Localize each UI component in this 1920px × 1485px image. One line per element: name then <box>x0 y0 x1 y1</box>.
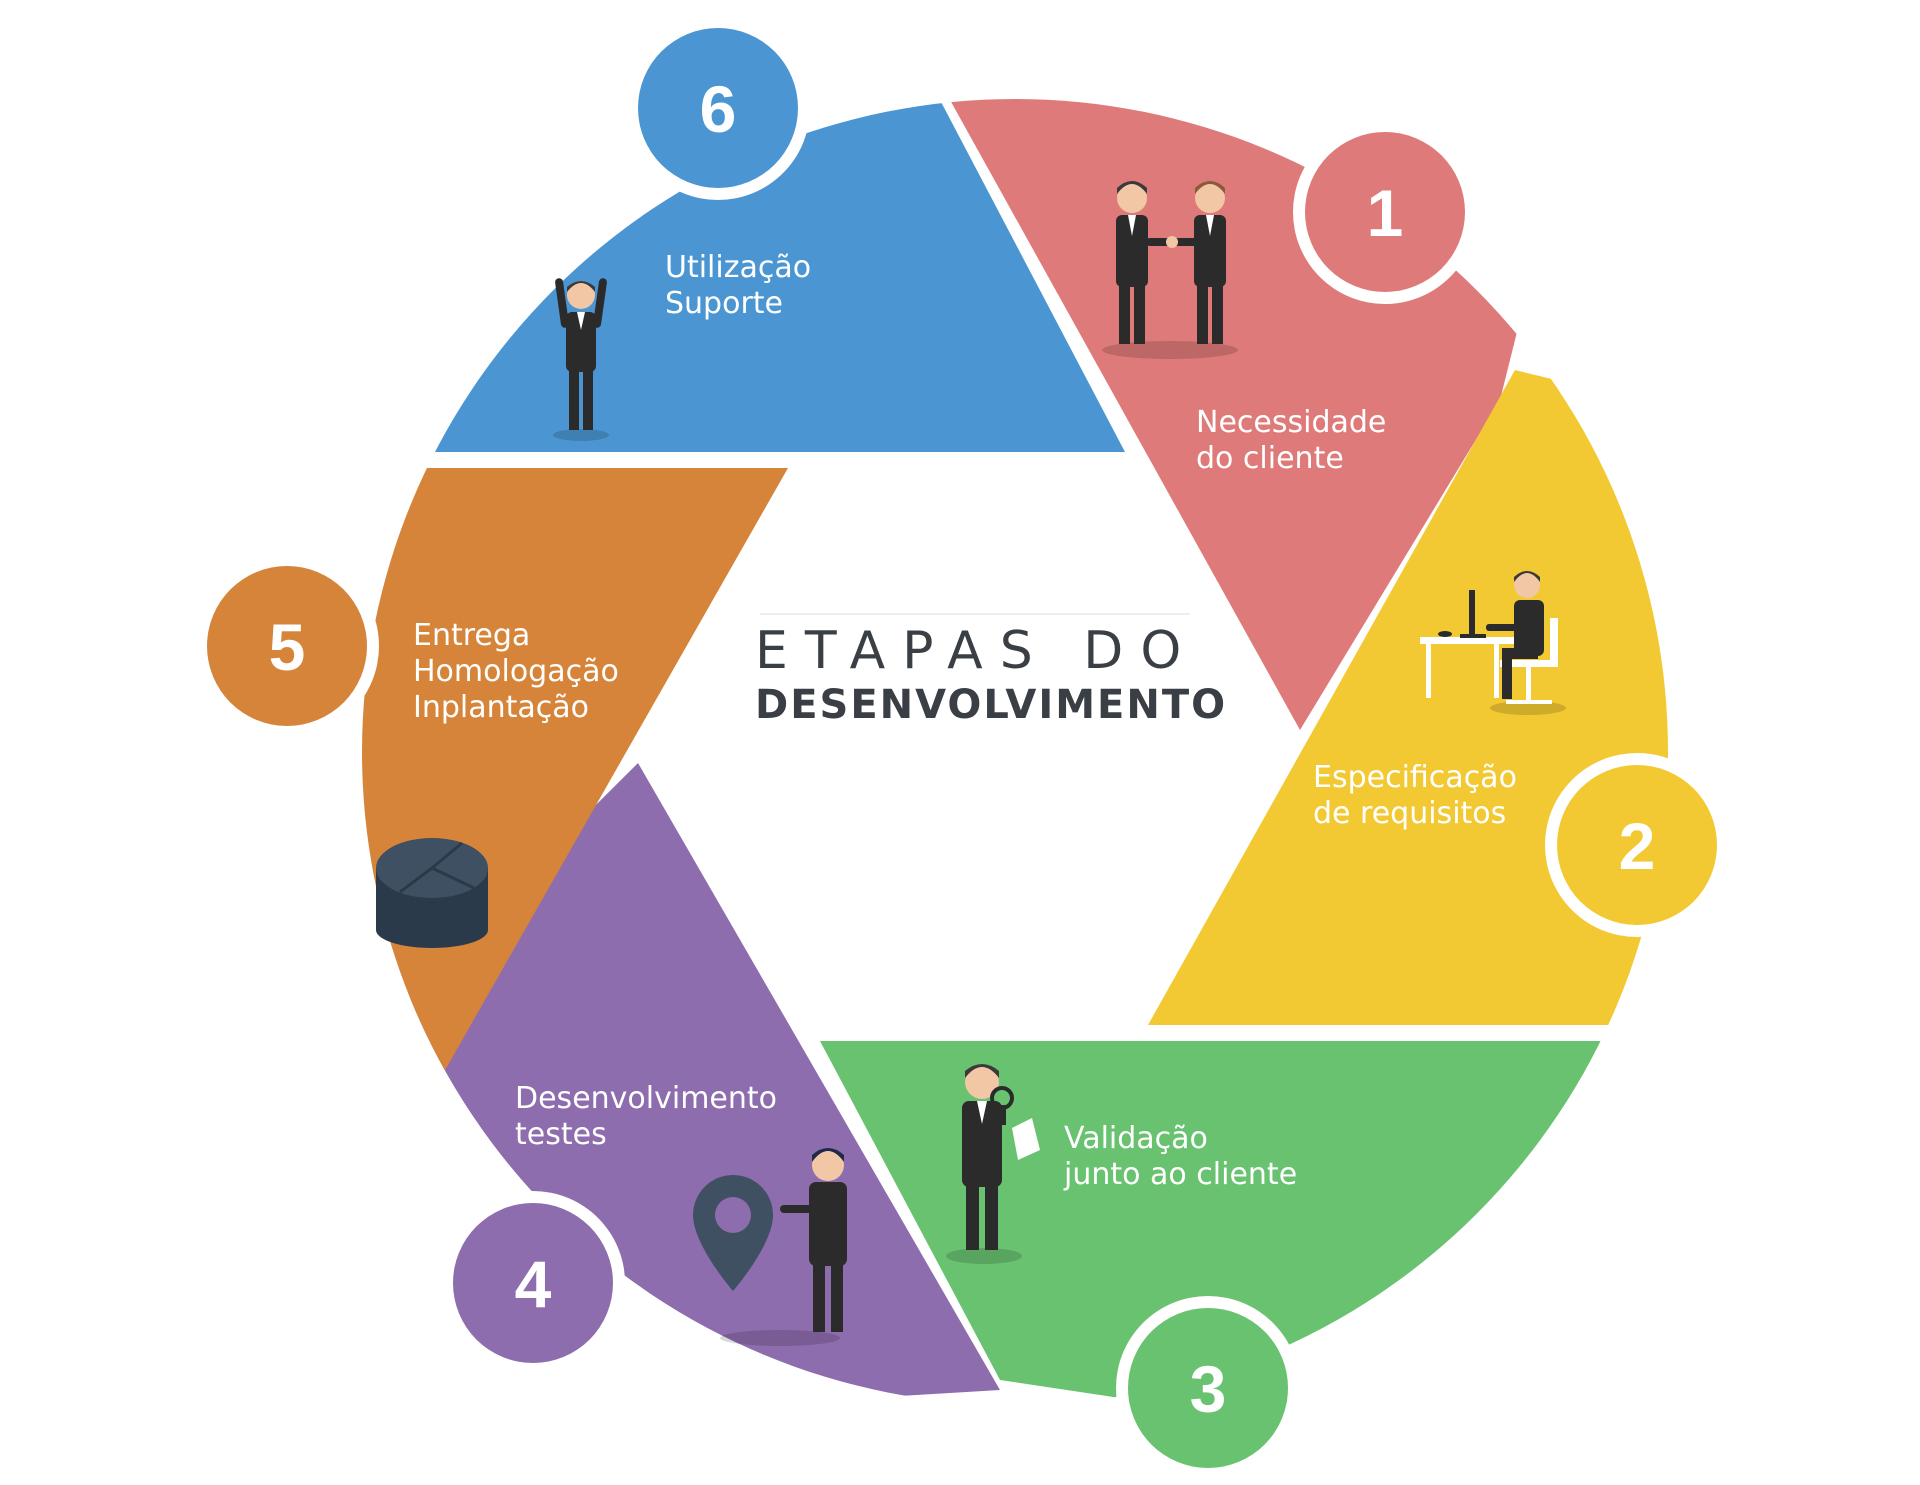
hands-up-person-icon <box>553 278 609 441</box>
step-labels: Necessidade do cliente Especificação de … <box>413 250 1526 1192</box>
badge-3: 3 <box>1116 1296 1300 1480</box>
label-step-1: Necessidade do cliente <box>1196 405 1396 476</box>
segment-3 <box>820 1041 1668 1405</box>
database-icon <box>376 838 488 948</box>
handshake-icon <box>1102 181 1238 359</box>
label-step-5: Entrega Homologação Inplantação <box>413 618 628 725</box>
badge-5: 5 <box>195 554 379 738</box>
badge-number-1: 1 <box>1367 176 1404 250</box>
title-line-2: DESENVOLVIMENTO <box>755 682 1227 728</box>
desk-worker-icon <box>1420 571 1566 715</box>
label-step-3: Validação junto ao cliente <box>1063 1121 1297 1192</box>
badge-1: 1 <box>1293 120 1477 304</box>
badge-number-6: 6 <box>700 72 737 146</box>
label-step-4: Desenvolvimento testes <box>515 1081 787 1152</box>
badge-6: 6 <box>626 16 810 200</box>
badge-number-2: 2 <box>1619 809 1656 883</box>
center-title: ETAPAS DO DESENVOLVIMENTO <box>755 613 1227 728</box>
label-step-2: Especificação de requisitos <box>1313 760 1526 831</box>
title-line-1: ETAPAS DO <box>755 621 1198 681</box>
badge-4: 4 <box>441 1191 625 1375</box>
badge-number-5: 5 <box>269 610 306 684</box>
badge-number-4: 4 <box>515 1247 552 1321</box>
magnifier-inspector-icon <box>946 1064 1040 1264</box>
badge-number-3: 3 <box>1190 1352 1227 1426</box>
map-pin-icon <box>693 1148 847 1346</box>
number-badges: 1 2 3 4 5 6 <box>195 16 1729 1480</box>
badge-2: 2 <box>1545 753 1729 937</box>
label-step-6: Utilização Suporte <box>665 250 821 321</box>
